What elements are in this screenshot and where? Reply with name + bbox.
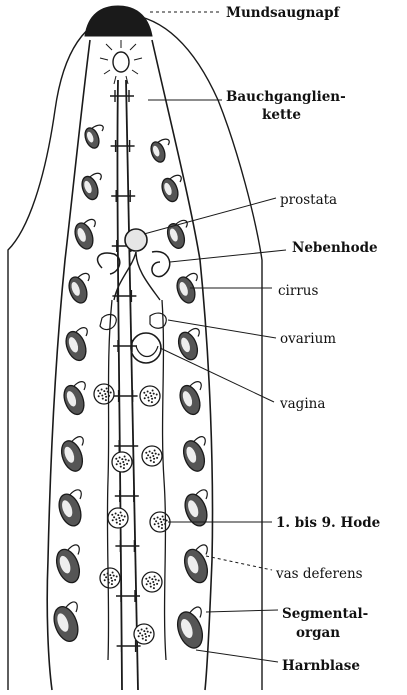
hode [142, 572, 162, 592]
label-mundsaugnapf: Mundsaugnapf [226, 5, 341, 21]
label-hode: 1. bis 9. Hode [276, 515, 380, 531]
label-prostata: prostata [280, 192, 337, 208]
label-cirrus: cirrus [278, 283, 318, 299]
ganglion [113, 340, 137, 352]
mouth-sucker [85, 6, 152, 36]
label-segmentalorgan-line2: organ [296, 625, 340, 641]
ovarium-right [150, 313, 166, 328]
nebenhode-coil-left [98, 253, 120, 274]
label-vas-deferens: vas deferens [275, 566, 363, 582]
body-outline [8, 14, 262, 690]
hode [140, 386, 160, 406]
ovarium-left [100, 315, 116, 330]
hode [100, 568, 120, 588]
nebenhode-coil-right [152, 251, 170, 276]
hode [94, 384, 114, 404]
hode [150, 512, 170, 532]
labels: Mundsaugnapf Bauchganglien- kette prosta… [226, 5, 380, 674]
prostata-organ [125, 229, 147, 251]
label-bauchganglienkette-line1: Bauchganglien- [226, 89, 346, 105]
ganglion [111, 140, 135, 152]
ganglion [110, 90, 134, 102]
ganglion [111, 190, 135, 202]
label-vagina: vagina [279, 396, 325, 412]
hode [108, 508, 128, 528]
ganglion [115, 490, 139, 502]
ganglion [114, 390, 138, 402]
pharynx [100, 40, 142, 84]
inner-body-wall [47, 40, 212, 690]
hode [134, 624, 154, 644]
label-segmentalorgan-line1: Segmental- [282, 606, 368, 622]
ganglion [114, 440, 138, 452]
male-organs [98, 229, 170, 300]
label-bauchganglienkette-line2: kette [262, 107, 301, 123]
hode [142, 446, 162, 466]
label-harnblase: Harnblase [282, 658, 360, 674]
vagina-organ [131, 333, 161, 363]
hode [112, 452, 132, 472]
label-ovarium: ovarium [280, 331, 336, 347]
label-nebenhode: Nebenhode [292, 240, 378, 256]
segmental-organs [50, 125, 212, 651]
